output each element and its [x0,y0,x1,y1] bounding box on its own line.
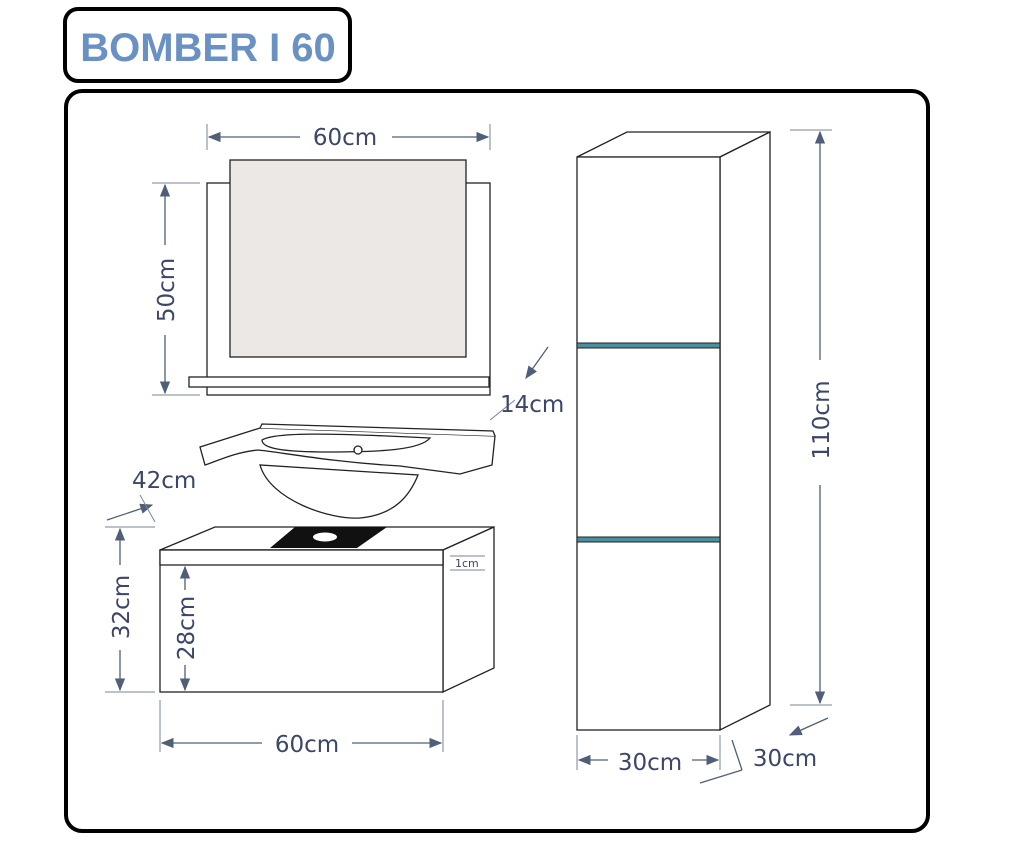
dimension-tall-width: 30cm [576,735,721,776]
label-tall-width: 30cm [618,750,682,776]
label-shelf-depth: 14cm [500,392,564,418]
label-countertop-thickness: 1cm [455,557,479,570]
title-box: BOMBER I 60 [63,7,352,83]
label-tall-depth: 30cm [753,746,817,772]
dimension-tall-height: 110cm [790,129,835,706]
dimension-mirror-height: 50cm [152,182,200,396]
dimension-drawer-height: 28cm [174,565,200,692]
mirror [188,159,491,396]
dimension-tall-depth: 30cm [699,717,829,784]
label-tall-height: 110cm [809,381,835,460]
sink [199,423,496,519]
tall-cabinet [576,130,771,732]
diagram-frame [64,89,930,833]
dimension-cabinet-height: 32cm [105,526,155,693]
label-mirror-height: 50cm [154,258,180,322]
label-cabinet-height: 32cm [109,575,135,639]
label-mirror-width: 60cm [313,125,377,151]
label-sink-depth: 42cm [132,468,196,494]
dimension-mirror-width: 60cm [206,124,491,151]
dimension-shelf-depth: 14cm [489,346,564,421]
dimension-cabinet-width: 60cm [159,700,444,758]
dimension-sink-depth: 42cm [106,468,196,523]
label-drawer-height: 28cm [174,596,200,660]
base-cabinet: 1cm [159,525,495,694]
product-title: BOMBER I 60 [80,26,336,70]
label-cabinet-width: 60cm [275,732,339,758]
